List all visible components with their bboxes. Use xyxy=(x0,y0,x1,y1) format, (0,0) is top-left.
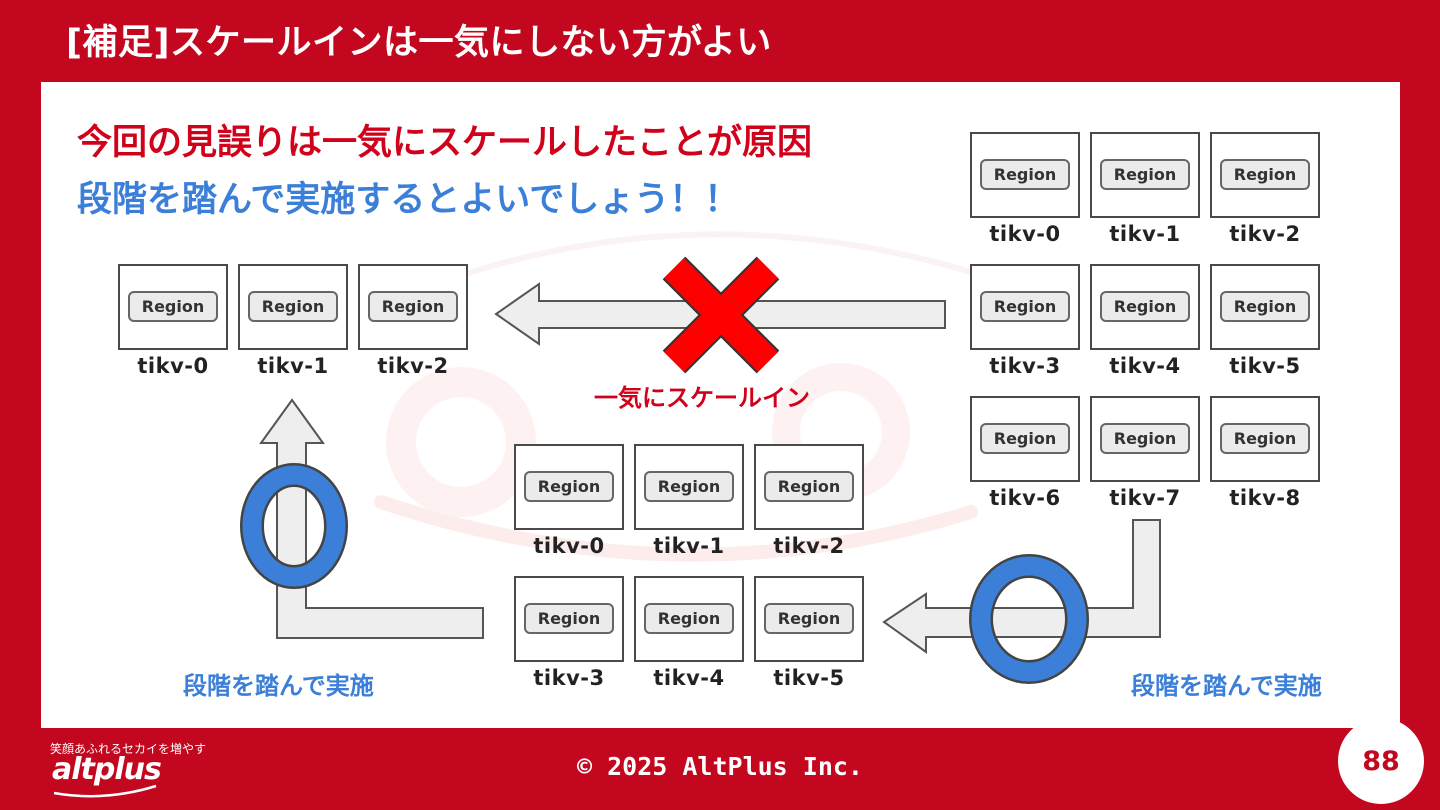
node-label: tikv-6 xyxy=(989,486,1061,510)
tikv-node: Region xyxy=(358,264,468,350)
tikv-node: Region xyxy=(754,444,864,530)
tikv-node: Region xyxy=(1090,264,1200,350)
slide-title: [補足]スケールインは一気にしない方がよい xyxy=(66,23,772,63)
tikv-node: Region xyxy=(514,444,624,530)
page-number-badge: 88 xyxy=(1338,718,1424,804)
region-box: Region xyxy=(524,603,614,634)
region-box: Region xyxy=(1220,423,1310,454)
logo-swoosh xyxy=(53,784,157,798)
region-box: Region xyxy=(1100,423,1190,454)
altplus-logo: 笑顔あふれるセカイを増やす altplus xyxy=(44,740,206,800)
tikv-node: Region xyxy=(514,576,624,662)
tikv-node: Region xyxy=(634,444,744,530)
node-label: tikv-0 xyxy=(989,222,1061,246)
region-box: Region xyxy=(980,423,1070,454)
region-box: Region xyxy=(764,603,854,634)
node-label: tikv-3 xyxy=(533,666,605,690)
node-label: tikv-4 xyxy=(653,666,725,690)
node-label: tikv-2 xyxy=(1229,222,1301,246)
region-box: Region xyxy=(368,291,458,322)
region-box: Region xyxy=(980,291,1070,322)
region-box: Region xyxy=(524,471,614,502)
region-box: Region xyxy=(1220,291,1310,322)
logo-wordmark: altplus xyxy=(52,752,162,787)
step-arrow-left xyxy=(259,398,484,639)
stepwise-caption-right: 段階を踏んで実施 xyxy=(1131,672,1322,700)
node-label: tikv-5 xyxy=(773,666,845,690)
node-label: tikv-0 xyxy=(533,534,605,558)
tikv-node: Region xyxy=(118,264,228,350)
step-arrow-right xyxy=(882,519,1161,654)
scale-in-diagram xyxy=(240,256,1161,684)
stepwise-caption-left: 段階を踏んで実施 xyxy=(183,672,374,700)
tikv-node: Region xyxy=(1090,396,1200,482)
tikv-node: Region xyxy=(970,132,1080,218)
region-box: Region xyxy=(644,471,734,502)
region-box: Region xyxy=(1100,291,1190,322)
node-label: tikv-2 xyxy=(377,354,449,378)
node-label: tikv-1 xyxy=(1109,222,1181,246)
cross-mark-icon xyxy=(662,256,780,374)
node-label: tikv-5 xyxy=(1229,354,1301,378)
recommendation-heading: 段階を踏んで実施するとよいでしょう！！ xyxy=(77,180,740,220)
logo-tagline: 笑顔あふれるセカイを増やす xyxy=(50,742,207,756)
tikv-node: Region xyxy=(1210,264,1320,350)
region-box: Region xyxy=(764,471,854,502)
node-label: tikv-4 xyxy=(1109,354,1181,378)
tikv-node: Region xyxy=(1210,396,1320,482)
node-label: tikv-7 xyxy=(1109,486,1181,510)
node-label: tikv-8 xyxy=(1229,486,1301,510)
region-box: Region xyxy=(644,603,734,634)
tikv-node: Region xyxy=(970,264,1080,350)
tikv-node: Region xyxy=(970,396,1080,482)
copyright: © 2025 AltPlus Inc. xyxy=(577,752,863,781)
region-box: Region xyxy=(1100,159,1190,190)
content-panel: 今回の見誤りは一気にスケールしたことが原因 段階を踏んで実施するとよいでしょう！… xyxy=(41,82,1400,728)
node-label: tikv-0 xyxy=(137,354,209,378)
node-label: tikv-2 xyxy=(773,534,845,558)
tikv-node: Region xyxy=(1210,132,1320,218)
node-label: tikv-1 xyxy=(257,354,329,378)
region-box: Region xyxy=(128,291,218,322)
region-box: Region xyxy=(248,291,338,322)
cause-heading: 今回の見誤りは一気にスケールしたことが原因 xyxy=(77,123,813,163)
tikv-node: Region xyxy=(238,264,348,350)
bulk-scale-in-caption: 一気にスケールイン xyxy=(594,384,810,412)
node-label: tikv-1 xyxy=(653,534,725,558)
region-box: Region xyxy=(980,159,1070,190)
tikv-node: Region xyxy=(1090,132,1200,218)
tikv-node: Region xyxy=(634,576,744,662)
tikv-node: Region xyxy=(754,576,864,662)
node-label: tikv-3 xyxy=(989,354,1061,378)
region-box: Region xyxy=(1220,159,1310,190)
